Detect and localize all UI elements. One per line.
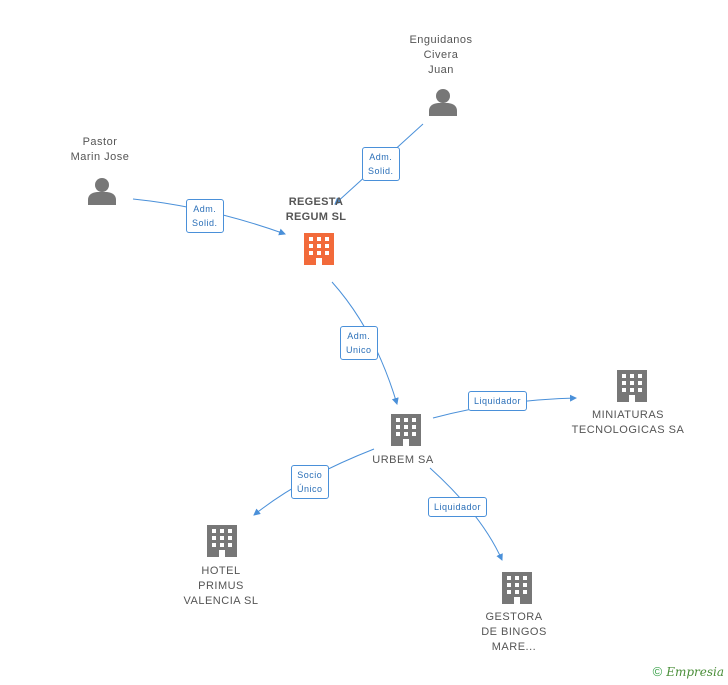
building-icon[interactable] <box>304 233 334 265</box>
edge-label-regesta-urbem: Adm. Unico <box>340 326 378 360</box>
person-icon[interactable] <box>88 178 116 205</box>
node-label-regesta[interactable]: REGESTA REGUM SL <box>285 196 347 223</box>
node-label-enguidanos[interactable]: Enguidanos Civera Juan <box>409 34 473 76</box>
edge-label-urbem-gestora: Liquidador <box>428 497 488 517</box>
node-label-hotel[interactable]: HOTEL PRIMUS VALENCIA SL <box>183 565 259 607</box>
edge-label-urbem-miniaturas: Liquidador <box>468 391 528 411</box>
copyright-symbol: © <box>652 664 663 679</box>
footer-brand: ©Empresia <box>653 664 724 679</box>
building-icon[interactable] <box>207 525 237 557</box>
building-icon[interactable] <box>502 572 532 604</box>
person-icon[interactable] <box>429 89 457 116</box>
node-label-pastor[interactable]: Pastor Marin Jose <box>70 136 130 163</box>
edge-label-pastor-regesta: Adm. Solid. <box>186 199 224 233</box>
edge-label-enguidanos-regesta: Adm. Solid. <box>362 147 400 181</box>
brand-logo: Empresia <box>666 665 724 679</box>
building-icon[interactable] <box>617 370 647 402</box>
node-label-urbem[interactable]: URBEM SA <box>372 454 434 466</box>
building-icon[interactable] <box>391 414 421 446</box>
node-label-miniaturas[interactable]: MINIATURAS TECNOLOGICAS SA <box>571 409 685 436</box>
node-label-gestora[interactable]: GESTORA DE BINGOS MARE... <box>481 611 547 653</box>
edge-label-urbem-hotel: Socio Único <box>291 465 329 499</box>
